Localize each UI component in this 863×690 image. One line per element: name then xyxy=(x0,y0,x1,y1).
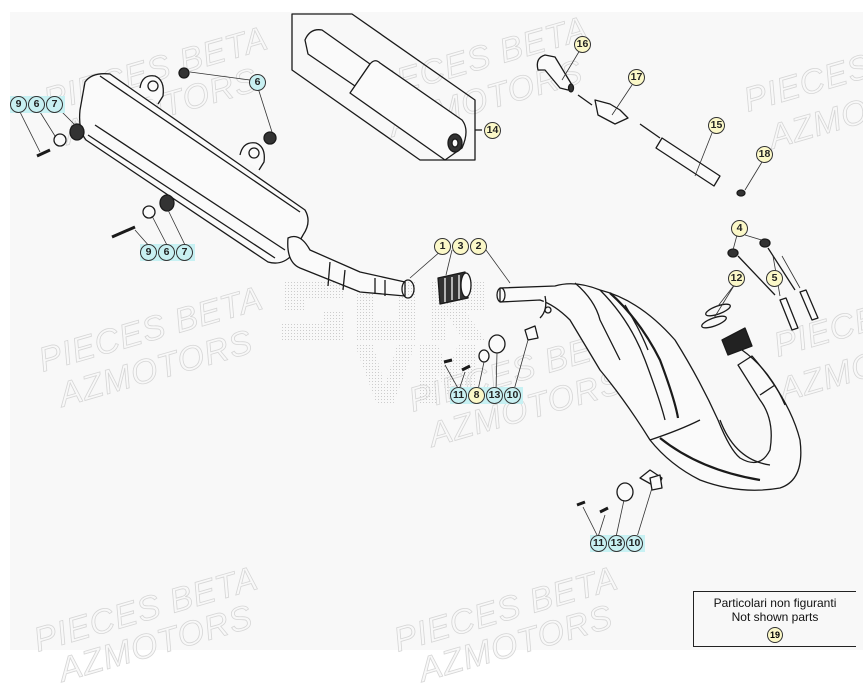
callout-group-9-6-7: 9 6 7 xyxy=(140,244,195,261)
callout-group-11-8-13-10: 11 8 13 10 xyxy=(450,387,523,404)
expansion-chamber xyxy=(496,282,802,491)
callout-15: 15 xyxy=(708,117,725,134)
callout-12: 12 xyxy=(728,270,745,287)
callout-16: 16 xyxy=(574,36,591,53)
connector-sleeve xyxy=(437,271,472,305)
callout-2: 2 xyxy=(470,238,487,255)
callout-13: 13 xyxy=(486,387,503,404)
callout-9: 9 xyxy=(140,244,157,261)
silencer xyxy=(78,73,415,299)
callout-13: 13 xyxy=(608,535,625,552)
callout-group-11-13-10: 11 13 10 xyxy=(590,535,645,552)
callout-19: 19 xyxy=(767,627,783,643)
callout-group-1-3-2: 1 3 2 xyxy=(434,238,489,255)
callout-6: 6 xyxy=(249,74,266,91)
callout-5: 5 xyxy=(766,270,783,287)
callout-11: 11 xyxy=(450,387,467,404)
callout-7: 7 xyxy=(46,96,63,113)
callout-6: 6 xyxy=(158,244,175,261)
callout-group-9-6-7: 9 6 7 xyxy=(10,96,65,113)
callout-10: 10 xyxy=(626,535,643,552)
callout-1: 1 xyxy=(434,238,451,255)
callout-10: 10 xyxy=(504,387,521,404)
hardware-center xyxy=(443,325,663,514)
callout-9: 9 xyxy=(10,96,27,113)
breather-assembly xyxy=(536,54,746,197)
note-english: Not shown parts xyxy=(731,610,819,624)
hardware-left xyxy=(36,67,277,239)
callout-14: 14 xyxy=(484,122,501,139)
springs xyxy=(701,238,819,331)
callout-17: 17 xyxy=(628,69,645,86)
callout-8: 8 xyxy=(468,387,485,404)
callout-18: 18 xyxy=(756,146,773,163)
callout-7: 7 xyxy=(176,244,193,261)
callout-4: 4 xyxy=(731,220,748,237)
callout-11: 11 xyxy=(590,535,607,552)
packing-box xyxy=(291,13,482,161)
callout-3: 3 xyxy=(452,238,469,255)
exhaust-drawing xyxy=(19,13,819,538)
not-shown-parts-box: Particolari non figuranti Not shown part… xyxy=(693,591,856,647)
callout-6: 6 xyxy=(28,96,45,113)
note-italian: Particolari non figuranti xyxy=(713,596,837,610)
